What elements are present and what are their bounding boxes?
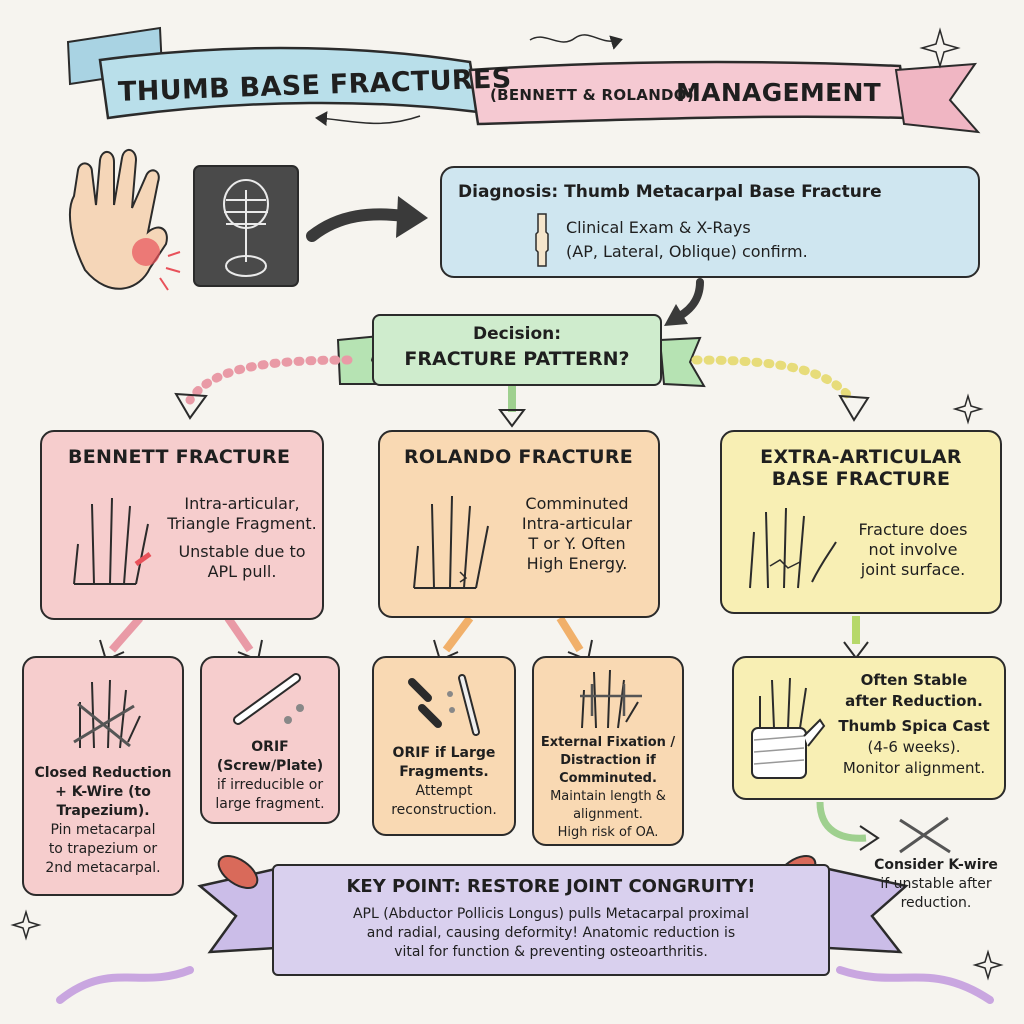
keypoint-line3: vital for function & preventing osteoart… <box>394 944 708 960</box>
xray-icon <box>193 165 299 287</box>
closed-t1: Pin metacarpal <box>50 822 156 838</box>
orif1-t2: large fragment. <box>215 796 325 812</box>
extra-articular-box: EXTRA-ARTICULAR BASE FRACTURE Fracture d… <box>720 430 1002 614</box>
closed-b2: + K-Wire (to <box>55 784 151 800</box>
extra-title2: BASE FRACTURE <box>771 468 951 490</box>
orif1-b1: ORIF <box>251 739 289 755</box>
extra-title: EXTRA-ARTICULAR BASE FRACTURE <box>722 446 1000 490</box>
extra-desc1: Fracture does <box>858 520 968 539</box>
orif1-b2: (Screw/Plate) <box>216 758 324 774</box>
closed-reduction-box: Closed Reduction + K-Wire (to Trapezium)… <box>22 656 184 896</box>
exfix-b1: External Fixation / <box>540 735 676 750</box>
rolando-title: ROLANDO FRACTURE <box>404 446 634 468</box>
consider-t2: reduction. <box>900 895 972 911</box>
kwire-hand-icon <box>64 672 144 756</box>
keypoint-line2: and radial, causing deformity! Anatomic … <box>366 925 736 941</box>
diagnosis-box: Diagnosis: Thumb Metacarpal Base Fractur… <box>440 166 980 278</box>
extra-desc2: not involve <box>868 540 958 559</box>
page-subtitle: (BENNETT & ROLANDO) <box>490 86 695 104</box>
keypoint-title: KEY POINT: RESTORE JOINT CONGRUITY! <box>346 876 756 897</box>
extra-desc3: joint surface. <box>860 560 966 579</box>
exfix-t3: High risk of OA. <box>557 825 659 840</box>
rolando-desc: Comminuted Intra-articular T or Y. Often… <box>502 494 652 574</box>
hand-skeleton-icon <box>394 482 504 606</box>
stable-t1: (4-6 weeks). <box>867 738 961 756</box>
extra-desc: Fracture does not involve joint surface. <box>838 520 988 580</box>
stable-b3: Thumb Spica Cast <box>838 717 990 735</box>
exfix-t1: Maintain length & <box>550 789 666 804</box>
decision-line1: Decision: <box>472 324 562 344</box>
stable-t2: Monitor alignment. <box>842 759 986 777</box>
bennett-box: BENNETT FRACTURE Intra-articular, Triang… <box>40 430 324 620</box>
bennett-title: BENNETT FRACTURE <box>68 446 291 468</box>
sparkle-icon <box>972 949 1004 981</box>
bennett-desc: Intra-articular, Triangle Fragment. Unst… <box>162 494 322 582</box>
finger-icon <box>532 212 552 268</box>
exfix-b2: Distraction if <box>560 753 656 768</box>
keypoint-line1: APL (Abductor Pollicis Longus) pulls Met… <box>352 906 749 922</box>
bennett-desc4: APL pull. <box>207 562 277 581</box>
page-title-tail: MANAGEMENT <box>676 78 882 107</box>
orif-large-fragments-box: ORIF if Large Fragments. Attempt reconst… <box>372 656 516 836</box>
keypoint-box: KEY POINT: RESTORE JOINT CONGRUITY! APL … <box>272 864 830 976</box>
external-fixation-box: External Fixation / Distraction if Commi… <box>532 656 684 846</box>
muscle-icon <box>217 855 259 889</box>
rolando-desc4: High Energy. <box>526 554 628 573</box>
bennett-desc1: Intra-articular, <box>184 494 300 513</box>
orif-screw-plate-box: ORIF (Screw/Plate) if irreducible or lar… <box>200 656 340 824</box>
keypoint-ribbon <box>56 866 994 1004</box>
often-stable-box: Often Stable after Reduction. Thumb Spic… <box>732 656 1006 800</box>
rolando-desc3: T or Y. Often <box>528 534 626 553</box>
consider-t1: if unstable after <box>880 876 992 892</box>
rolando-desc2: Intra-articular <box>521 514 633 533</box>
hand-pain-icon <box>68 149 181 291</box>
sparkle-icon <box>952 393 984 425</box>
decision-box: Decision: FRACTURE PATTERN? <box>372 314 662 386</box>
spica-cast-icon <box>746 674 826 788</box>
diagnosis-heading: Diagnosis: Thumb Metacarpal Base Fractur… <box>458 182 882 202</box>
closed-t3: 2nd metacarpal. <box>45 860 161 876</box>
orif2-t1: Attempt <box>415 783 473 799</box>
stable-b2: after Reduction. <box>845 692 983 710</box>
exfix-t2: alignment. <box>573 807 643 822</box>
bennett-desc3: Unstable due to <box>178 542 306 561</box>
stable-b1: Often Stable <box>860 671 968 689</box>
fragment-plate-icon <box>402 668 492 742</box>
orif2-b2: Fragments. <box>399 764 489 780</box>
rolando-desc1: Comminuted <box>525 494 629 513</box>
extra-title1: EXTRA-ARTICULAR <box>760 446 962 468</box>
closed-t2: to trapezium or <box>48 841 158 857</box>
diagnosis-line2: (AP, Lateral, Oblique) confirm. <box>566 242 808 261</box>
hand-outline-icon <box>740 502 840 596</box>
sparkle-icon <box>919 27 961 69</box>
bone-plate-icon <box>230 668 314 736</box>
sparkle-icon <box>10 909 42 941</box>
hand-skeleton-icon <box>54 484 164 598</box>
exfix-b3: Comminuted. <box>559 771 657 786</box>
bennett-desc2: Triangle Fragment. <box>167 514 317 533</box>
orif1-t1: if irreducible or <box>216 777 324 793</box>
kwire-icon <box>899 816 951 854</box>
orif2-b1: ORIF if Large <box>392 745 496 761</box>
consider-b1: Consider K-wire <box>874 857 998 873</box>
orif2-t2: reconstruction. <box>391 802 497 818</box>
closed-b1: Closed Reduction <box>34 765 172 781</box>
closed-b3: Trapezium). <box>56 803 150 819</box>
external-fixator-icon <box>572 666 648 736</box>
title-ribbon <box>66 26 981 134</box>
consider-kwire-note: Consider K-wire if unstable after reduct… <box>858 856 1014 913</box>
diagnosis-line1: Clinical Exam & X-Rays <box>566 218 751 237</box>
decision-line2: FRACTURE PATTERN? <box>404 348 630 370</box>
rolando-box: ROLANDO FRACTURE Comminuted Intra-articu… <box>378 430 660 618</box>
